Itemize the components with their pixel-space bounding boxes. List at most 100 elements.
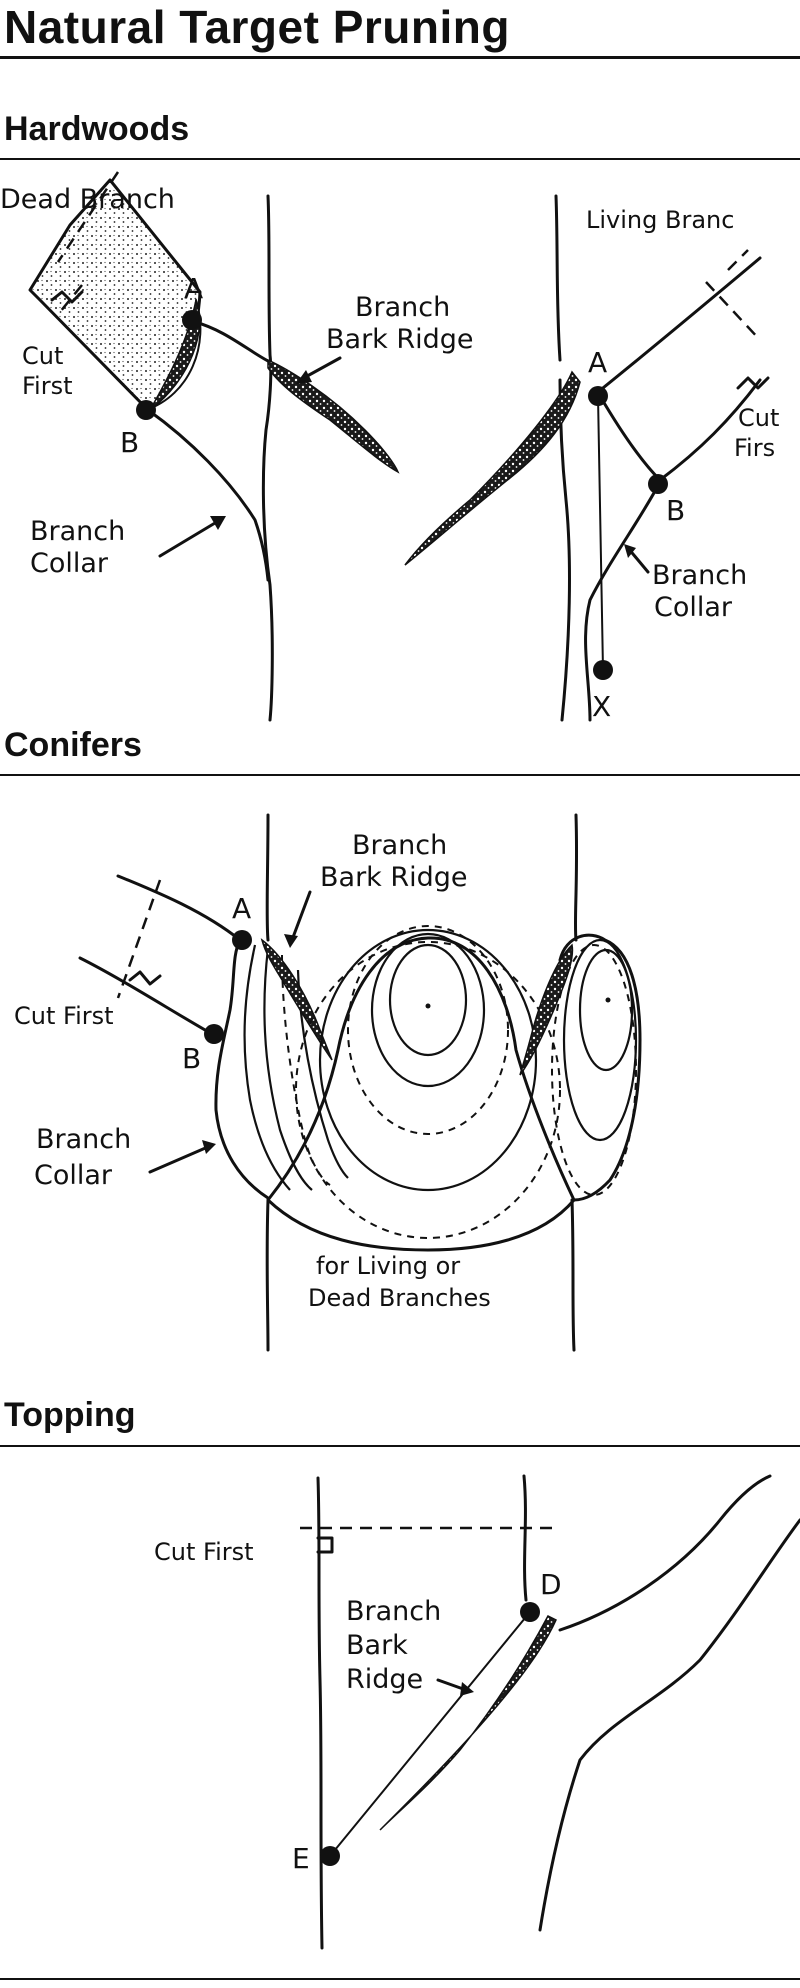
topping-trunk-right-lower xyxy=(538,1518,800,1932)
conifer-cut-line xyxy=(116,879,162,999)
line-a-to-x xyxy=(597,395,604,671)
left-collar-curve xyxy=(146,408,270,582)
conifer-left-ring-2 xyxy=(263,947,313,1191)
left-bark-ridge-label-2: Bark Ridge xyxy=(326,324,474,355)
living-branch-final-cut-line xyxy=(705,281,761,341)
topping-heading: Topping xyxy=(4,1396,136,1434)
topping-bark-ridge xyxy=(379,1615,557,1831)
right-collar-label-2: Collar xyxy=(654,592,733,623)
dead-branch-undercut-notch xyxy=(50,290,84,304)
cut-first-right-label-1: Cut xyxy=(738,404,779,432)
topping-point-e-label: E xyxy=(292,1842,310,1875)
right-trunk-lower-edge xyxy=(558,378,571,722)
conifer-right-pith xyxy=(605,997,611,1003)
topping-ridge-arrowhead xyxy=(460,1682,474,1696)
dead-branch-label: Dead Branch xyxy=(0,184,175,215)
conifer-collar-label-1: Branch xyxy=(36,1124,131,1155)
right-trunk-left-edge xyxy=(554,194,562,362)
conifer-cut-first-label: Cut First xyxy=(14,1002,114,1030)
point-a-right xyxy=(588,386,608,406)
cut-first-left-label-1: Cut xyxy=(22,342,63,370)
conifer-point-b xyxy=(204,1024,224,1044)
living-branch-undercut-notch xyxy=(736,376,770,390)
conifer-collar-arrowhead xyxy=(202,1140,216,1154)
topping-trunk-left xyxy=(316,1476,324,1950)
right-collar-curve xyxy=(584,480,662,722)
conifer-right-ring-2 xyxy=(562,938,638,1142)
point-b-right-label: B xyxy=(666,494,685,527)
hardwoods-heading: Hardwoods xyxy=(4,110,190,148)
living-branch-bottom-curve xyxy=(598,378,762,482)
left-branch-top-line xyxy=(193,320,272,364)
conifer-point-a xyxy=(232,930,252,950)
topping-trunk-right-upper xyxy=(522,1474,528,1602)
conifer-left-whorl-outline xyxy=(214,938,270,1200)
page-title: Natural Target Pruning xyxy=(4,1,510,53)
topping-point-e xyxy=(320,1846,340,1866)
conifer-bark-ridge-label-2: Bark Ridge xyxy=(320,862,468,893)
cut-first-left-label-2: First xyxy=(22,372,73,400)
point-b-left-label: B xyxy=(120,426,139,459)
topping-undercut-notch xyxy=(316,1536,334,1554)
conifer-trunk-left xyxy=(265,813,270,942)
conifer-point-b-label: B xyxy=(182,1042,201,1075)
cut-first-right-label-2: Firs xyxy=(734,434,775,462)
conifer-center-ring-2 xyxy=(370,932,486,1088)
left-collar-arrow xyxy=(158,518,222,558)
conifer-note-line-2: Dead Branches xyxy=(308,1284,491,1312)
conifer-center-ring-3 xyxy=(347,925,509,1135)
conifer-collar-label-2: Collar xyxy=(34,1160,113,1191)
point-a-left xyxy=(182,310,202,330)
conifer-center-pith xyxy=(425,1003,431,1009)
conifer-center-ring-1 xyxy=(388,943,468,1057)
conifer-right-bark-ridge xyxy=(519,943,574,1076)
topping-point-d-label: D xyxy=(540,1568,562,1601)
conifer-note-line-1: for Living or xyxy=(316,1252,460,1280)
point-x-label: X xyxy=(592,690,611,723)
conifer-left-bark-ridge xyxy=(260,938,333,1061)
conifer-point-a-label: A xyxy=(232,892,251,925)
conifer-center-ring-4 xyxy=(318,928,538,1192)
conifer-undercut-notch xyxy=(128,970,162,986)
conifers-diagram: A B Branch Bark Ridge Cut First Branch C… xyxy=(14,813,642,1352)
point-x xyxy=(593,660,613,680)
living-branch-top-line xyxy=(596,256,762,394)
conifers-rule xyxy=(0,774,800,776)
topping-cut-first-label: Cut First xyxy=(154,1538,254,1566)
conifer-right-whorl-outline xyxy=(558,933,642,1202)
conifer-collar-arrow xyxy=(148,1144,212,1174)
left-trunk xyxy=(261,194,274,722)
topping-line-d-to-e xyxy=(329,1611,531,1857)
bottom-rule xyxy=(0,1978,800,1980)
hardwoods-living-branch-diagram: A B X Living Branc Cut Firs Branch Colla… xyxy=(404,194,779,723)
conifer-trunk-right xyxy=(573,813,579,942)
living-branch-first-cut-line xyxy=(727,249,749,271)
right-collar-label-1: Branch xyxy=(652,560,747,591)
conifer-branch-upper-line xyxy=(116,874,242,942)
point-b-right xyxy=(648,474,668,494)
dead-branch-final-cut-line xyxy=(56,171,120,263)
hardwoods-dead-branch-diagram: A B Dead Branch Cut First Branch Bark Ri… xyxy=(0,171,474,722)
point-a-left-label: A xyxy=(184,272,203,305)
topping-ridge-label-2: Bark xyxy=(346,1630,408,1661)
conifer-trunk-right-lower xyxy=(570,1198,576,1352)
conifer-right-ring-3 xyxy=(551,944,637,1196)
topping-branch-top-line xyxy=(558,1474,772,1632)
conifer-left-ring-1 xyxy=(243,944,291,1191)
left-bark-ridge-arrowhead xyxy=(296,370,312,384)
conifer-bark-ridge-label-1: Branch xyxy=(352,830,447,861)
topping-point-d xyxy=(520,1602,540,1622)
topping-ridge-label-1: Branch xyxy=(346,1596,441,1627)
conifer-bark-ridge-arrowhead xyxy=(284,934,298,948)
topping-diagram: D E Cut First Branch Bark Ridge xyxy=(154,1474,800,1950)
left-branch-bark-ridge xyxy=(267,358,400,474)
topping-rule xyxy=(0,1445,800,1447)
title-rule xyxy=(0,56,800,59)
conifer-center-outer xyxy=(266,936,576,1252)
right-branch-bark-ridge xyxy=(404,370,581,566)
point-b-left xyxy=(136,400,156,420)
conifer-branch-lower-line xyxy=(78,956,214,1036)
point-a-right-label: A xyxy=(588,346,607,379)
